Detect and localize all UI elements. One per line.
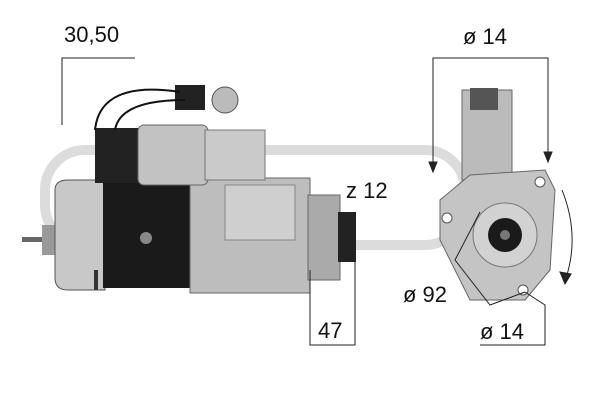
dimension-lines	[61, 57, 573, 346]
starter-side-view	[22, 85, 356, 294]
flange-diameter-label: ø 92	[403, 282, 448, 307]
length-dimension-label: 30,50	[64, 22, 120, 47]
teeth-count-label: z 12	[346, 178, 388, 203]
pinion-offset-label: 47	[318, 318, 343, 343]
top-hole-diameter-label: ø 14	[463, 24, 508, 49]
starter-front-view	[439, 88, 556, 301]
bottom-hole-diameter-label: ø 14	[480, 319, 525, 344]
